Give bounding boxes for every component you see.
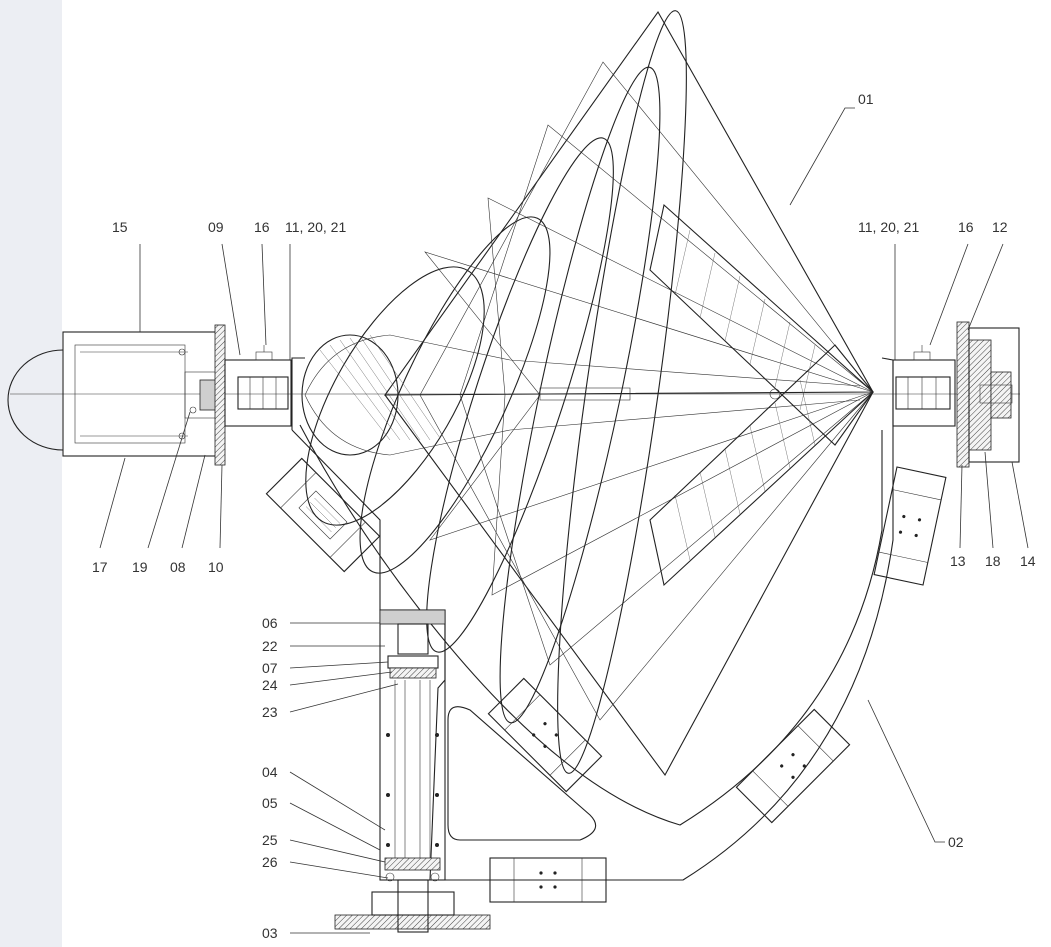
horn-antenna [10, 10, 1020, 777]
callout-15: 15 [112, 219, 128, 235]
callout-16-right: 16 [958, 219, 974, 235]
callout-07: 07 [262, 660, 278, 676]
callout-06: 06 [262, 615, 278, 631]
callout-08: 08 [170, 559, 186, 575]
callout-11-20-21-left: 11, 20, 21 [285, 219, 346, 235]
callout-19: 19 [132, 559, 148, 575]
callout-04: 04 [262, 764, 278, 780]
callout-18: 18 [985, 553, 1001, 569]
callout-26: 26 [262, 854, 278, 870]
callout-14: 14 [1020, 553, 1036, 569]
side-strip [0, 0, 62, 947]
callout-23: 23 [262, 704, 278, 720]
callout-10: 10 [208, 559, 224, 575]
callout-25: 25 [262, 832, 278, 848]
callout-01: 01 [858, 91, 874, 107]
throat-ridges [319, 334, 441, 441]
left-drive-assembly [7, 324, 292, 466]
callout-16-left: 16 [254, 219, 270, 235]
callout-labels: 01 02 03 04 05 06 07 08 09 10 11, 20, 21… [92, 91, 1036, 941]
callout-11-20-21-right: 11, 20, 21 [858, 219, 919, 235]
callout-17: 17 [92, 559, 108, 575]
yoke-frame [291, 357, 894, 881]
fin-ribs [674, 229, 816, 561]
callout-02: 02 [948, 834, 964, 850]
callout-13: 13 [950, 553, 966, 569]
callout-09: 09 [208, 219, 224, 235]
callout-12: 12 [992, 219, 1008, 235]
callout-24: 24 [262, 677, 278, 693]
callout-05: 05 [262, 795, 278, 811]
leader-lines [99, 107, 1029, 934]
callout-03: 03 [262, 925, 278, 941]
pedestal-column [334, 609, 491, 933]
callout-22: 22 [262, 638, 278, 654]
right-drive-assembly [892, 321, 1020, 468]
